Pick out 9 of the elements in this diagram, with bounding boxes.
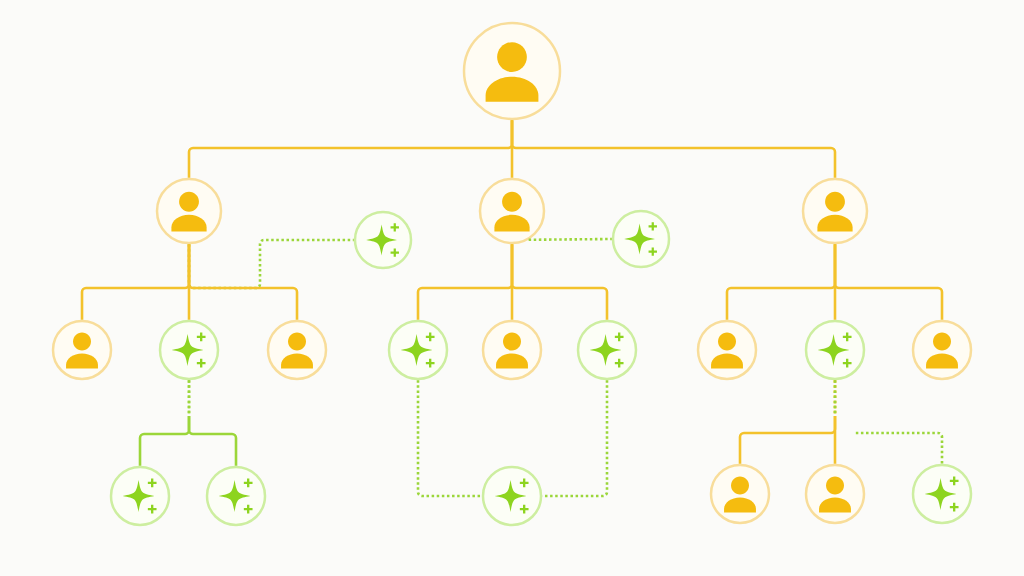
- dotted-line: [542, 380, 609, 498]
- dotted-line: [416, 380, 482, 498]
- connector-line: [510, 120, 837, 178]
- dotted-line: [833, 380, 944, 464]
- connector-line: [510, 244, 609, 320]
- dotted-line: [187, 380, 238, 466]
- dotted-line: [528, 237, 612, 242]
- connector-line: [833, 244, 944, 320]
- connector-line: [187, 244, 299, 320]
